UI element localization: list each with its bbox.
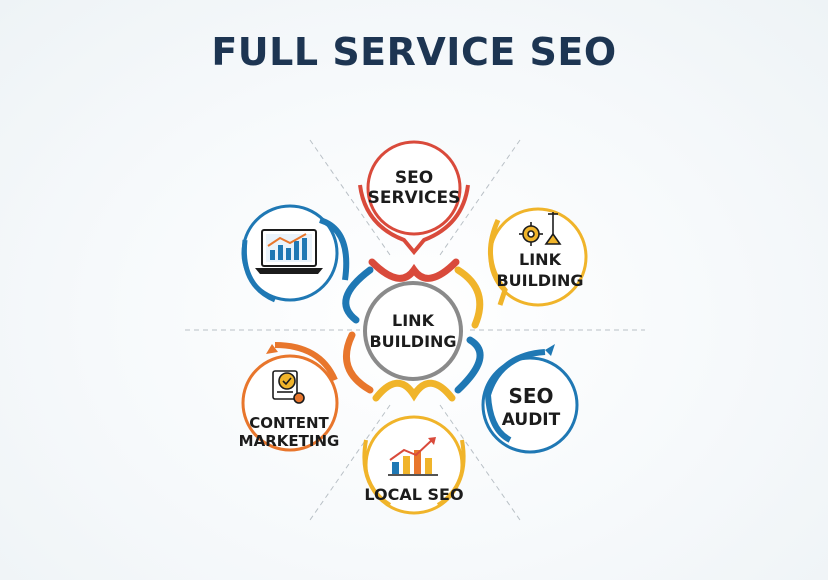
node-label-line2: MARKETING xyxy=(239,432,340,450)
node-label-line2: AUDIT xyxy=(502,410,561,430)
gear-tools-icon xyxy=(519,212,562,246)
node-label-line1: LINK xyxy=(519,250,562,269)
swoosh-yellow-right xyxy=(454,266,484,329)
swoosh-arrow xyxy=(545,344,555,356)
bar-chart-growth-icon xyxy=(388,437,438,476)
page-title: FULL SERVICE SEO xyxy=(211,30,617,74)
center-label-line2: BUILDING xyxy=(369,332,456,351)
node-local-seo: LOCAL SEO xyxy=(362,415,466,515)
node-swoosh xyxy=(274,342,338,382)
node-circle xyxy=(481,356,579,454)
node-content-marketing: CONTENT MARKETING xyxy=(239,342,340,452)
swoosh-blue-left xyxy=(342,266,374,324)
node-swoosh xyxy=(318,217,350,281)
center-hub: LINK BUILDING xyxy=(363,281,463,381)
petal-swooshes xyxy=(342,258,484,402)
swoosh-blue-right xyxy=(454,336,484,394)
node-analytics xyxy=(241,204,350,303)
node-label-line2: BUILDING xyxy=(496,271,583,290)
node-circle xyxy=(241,354,339,452)
node-label-line1: LOCAL SEO xyxy=(364,485,463,504)
center-circle xyxy=(363,281,463,381)
node-swoosh xyxy=(436,439,466,507)
swoosh-yellow-bottom xyxy=(372,379,456,402)
node-label-line2: SERVICES xyxy=(368,188,461,208)
swoosh-orange-left xyxy=(342,331,374,394)
node-label-line1: SEO xyxy=(395,168,433,188)
node-swoosh xyxy=(484,349,546,443)
node-swoosh xyxy=(487,218,508,306)
node-swoosh xyxy=(358,184,470,256)
center-label-line1: LINK xyxy=(392,311,435,330)
node-swoosh xyxy=(362,439,392,507)
swoosh-red xyxy=(368,258,460,282)
node-link-building: LINK BUILDING xyxy=(487,207,588,307)
node-seo-services: SEO SERVICES xyxy=(358,140,470,256)
swoosh-arrow xyxy=(266,344,278,354)
laptop-analytics-icon xyxy=(255,229,323,274)
node-label-line1: CONTENT xyxy=(249,414,329,432)
node-swoosh xyxy=(241,239,277,303)
node-seo-audit: SEO AUDIT xyxy=(481,344,579,454)
node-circle xyxy=(366,140,462,236)
document-badge-icon xyxy=(272,370,305,404)
divider-lines xyxy=(185,139,645,521)
node-label-line1: SEO xyxy=(508,384,553,408)
